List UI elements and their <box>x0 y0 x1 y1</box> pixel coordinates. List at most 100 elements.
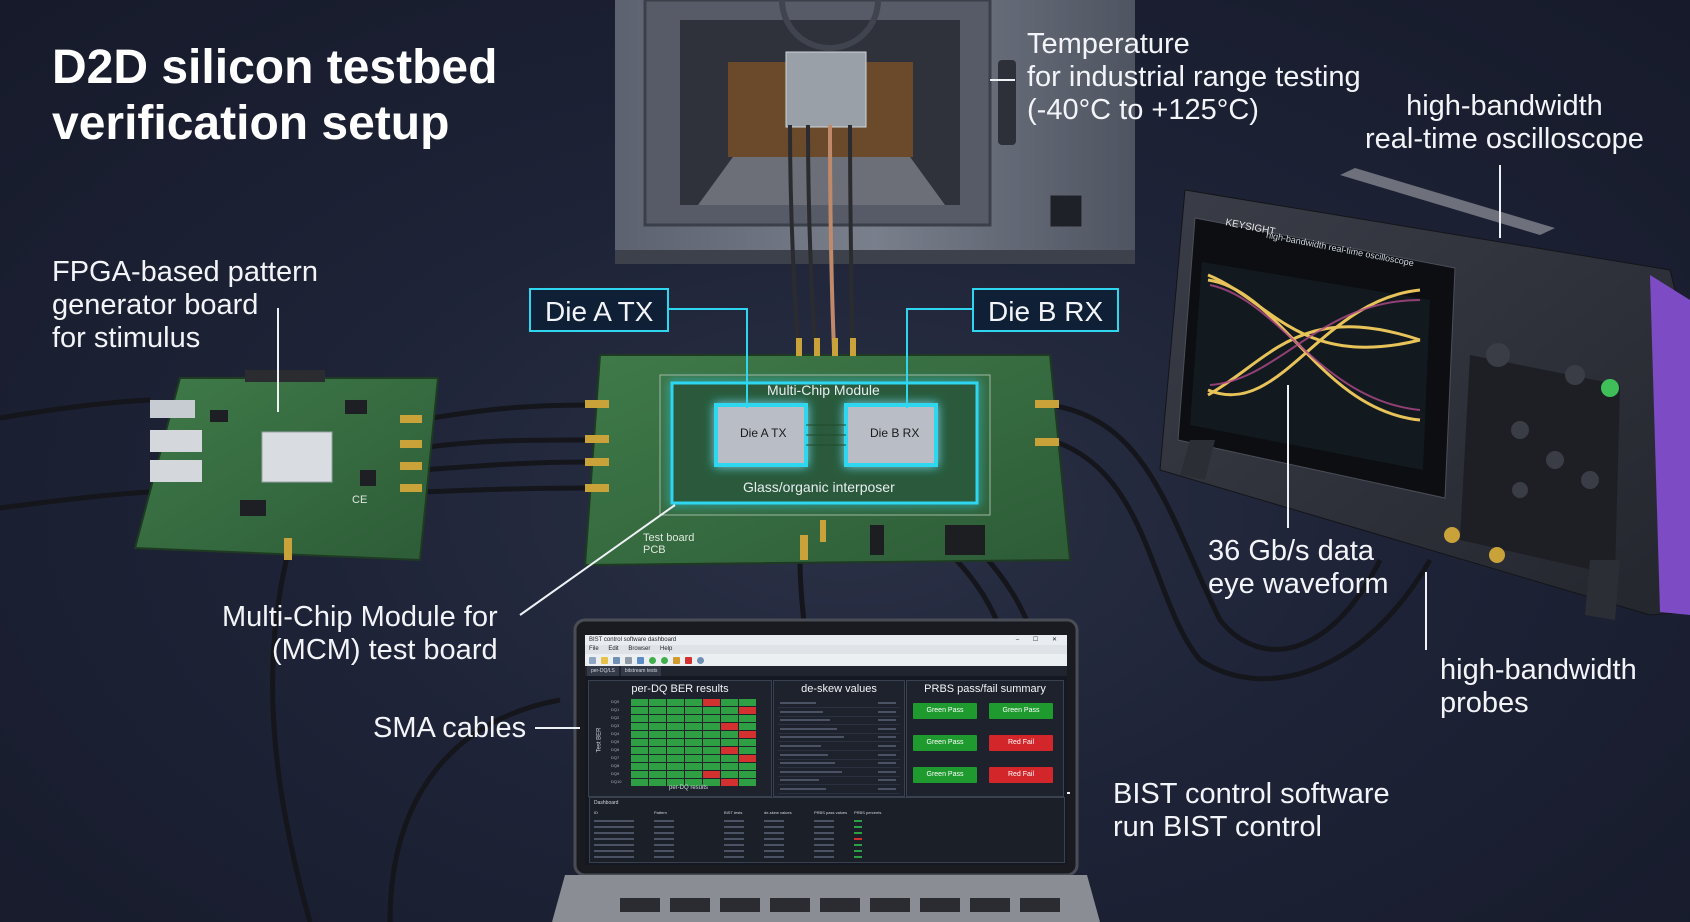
settings-icon[interactable] <box>637 656 644 664</box>
table-cell <box>594 838 634 840</box>
ber-cell <box>739 739 756 746</box>
prbs-pass-button[interactable]: Green Pass <box>989 703 1053 719</box>
table-cell <box>854 820 862 822</box>
table-cell <box>814 826 834 828</box>
eye-line-1: 36 Gb/s data <box>1208 535 1375 567</box>
table-cell <box>814 820 834 822</box>
deskew-row-text <box>780 745 821 747</box>
table-cell <box>764 856 784 858</box>
ber-cell <box>667 715 684 722</box>
prbs-pass-button[interactable]: Green Pass <box>913 767 977 783</box>
deskew-row-value <box>878 762 896 765</box>
ber-cell <box>739 731 756 738</box>
ber-cell <box>685 763 702 770</box>
table-cell <box>854 844 862 846</box>
ber-cell <box>649 755 666 762</box>
menu-help[interactable]: Help <box>660 646 673 652</box>
deskew-row-value <box>878 710 896 713</box>
ber-cell <box>703 731 720 738</box>
table-cell <box>724 856 744 858</box>
fpga-line-1: FPGA-based pattern <box>52 256 318 288</box>
refresh-icon[interactable] <box>661 656 668 664</box>
table-row[interactable] <box>594 842 884 848</box>
table-row[interactable] <box>594 854 884 860</box>
ber-cell <box>667 779 684 786</box>
table-cell <box>654 844 674 846</box>
info-icon[interactable] <box>697 656 704 664</box>
ber-xlabel: per-DQ results <box>669 785 709 791</box>
ber-cell <box>649 723 666 730</box>
table-cell <box>814 844 834 846</box>
stop-icon[interactable] <box>685 656 692 664</box>
eye-line-2: eye waveform <box>1208 568 1389 600</box>
tab-per-dq[interactable]: per-DQ/LS <box>587 666 619 676</box>
prbs-pass-button[interactable]: Green Pass <box>913 735 977 751</box>
deskew-row <box>778 776 900 786</box>
pcb-line-1: Test board <box>643 532 695 544</box>
tab-bitstream[interactable]: bitstream tests <box>620 666 662 676</box>
ber-ylabel: Test BER <box>596 727 603 753</box>
deskew-row-value <box>878 745 896 747</box>
menu-bar: File Edit Browser Help <box>585 645 1067 654</box>
deskew-row-text <box>780 736 844 739</box>
table-cell <box>594 850 634 852</box>
leader-lines <box>277 79 1501 794</box>
open-icon[interactable] <box>601 656 608 664</box>
ber-cell <box>703 763 720 770</box>
table-cell <box>724 850 744 852</box>
ber-cell <box>667 763 684 770</box>
ber-cell <box>685 739 702 746</box>
deskew-row <box>778 785 900 794</box>
window-controls[interactable]: – ☐ ✕ <box>1015 637 1063 643</box>
table-row[interactable] <box>594 824 884 830</box>
table-cell <box>654 838 674 840</box>
menu-edit[interactable]: Edit <box>608 646 619 652</box>
menu-browser[interactable]: Browser <box>628 646 651 652</box>
download-icon[interactable] <box>673 656 680 664</box>
ber-grid <box>631 699 756 786</box>
table-cell <box>814 832 834 834</box>
table-row[interactable] <box>594 836 884 842</box>
oscilloscope-line-1: high-bandwidth <box>1406 90 1603 122</box>
table-row[interactable] <box>594 848 884 854</box>
fpga-line-2: generator board <box>52 289 259 321</box>
ber-row-label: DQ8 <box>611 763 620 768</box>
table-row[interactable] <box>594 818 884 824</box>
table-cell <box>814 850 834 852</box>
ber-cell <box>721 747 738 754</box>
ber-cell <box>739 715 756 722</box>
ber-cell <box>649 715 666 722</box>
ber-cell <box>703 699 720 706</box>
deskew-row-value <box>878 719 896 722</box>
ber-cell <box>667 723 684 730</box>
new-icon[interactable] <box>589 656 596 664</box>
bist-line-1: BIST control software <box>1113 778 1390 810</box>
ber-cell <box>721 755 738 762</box>
window-titlebar: BIST control software dashboard – ☐ ✕ <box>585 635 1067 645</box>
temperature-line-2: for industrial range testing <box>1027 61 1361 93</box>
table-row[interactable] <box>594 830 884 836</box>
title-line-1: D2D silicon testbed <box>52 41 498 94</box>
run-icon[interactable] <box>649 656 656 664</box>
menu-file[interactable]: File <box>589 646 599 652</box>
ber-cell <box>721 731 738 738</box>
deskew-row <box>778 708 900 717</box>
deskew-row-text <box>780 779 819 782</box>
ber-cell <box>721 779 738 786</box>
prbs-fail-button[interactable]: Red Fail <box>989 767 1053 783</box>
print-icon[interactable] <box>625 656 632 664</box>
ber-row-label: DQ6 <box>611 747 620 752</box>
ber-cell <box>649 731 666 738</box>
bist-line-2: run BIST control <box>1113 811 1323 843</box>
ber-cell <box>631 715 648 722</box>
ber-cell <box>667 755 684 762</box>
prbs-pass-button[interactable]: Green Pass <box>913 703 977 719</box>
deskew-row-text <box>780 770 842 773</box>
prbs-fail-button[interactable]: Red Fail <box>989 735 1053 751</box>
deskew-row <box>778 725 900 734</box>
ber-row-label: DQ10 <box>611 779 622 784</box>
ber-cell <box>739 755 756 762</box>
save-icon[interactable] <box>613 656 620 664</box>
table-cell <box>724 844 744 846</box>
